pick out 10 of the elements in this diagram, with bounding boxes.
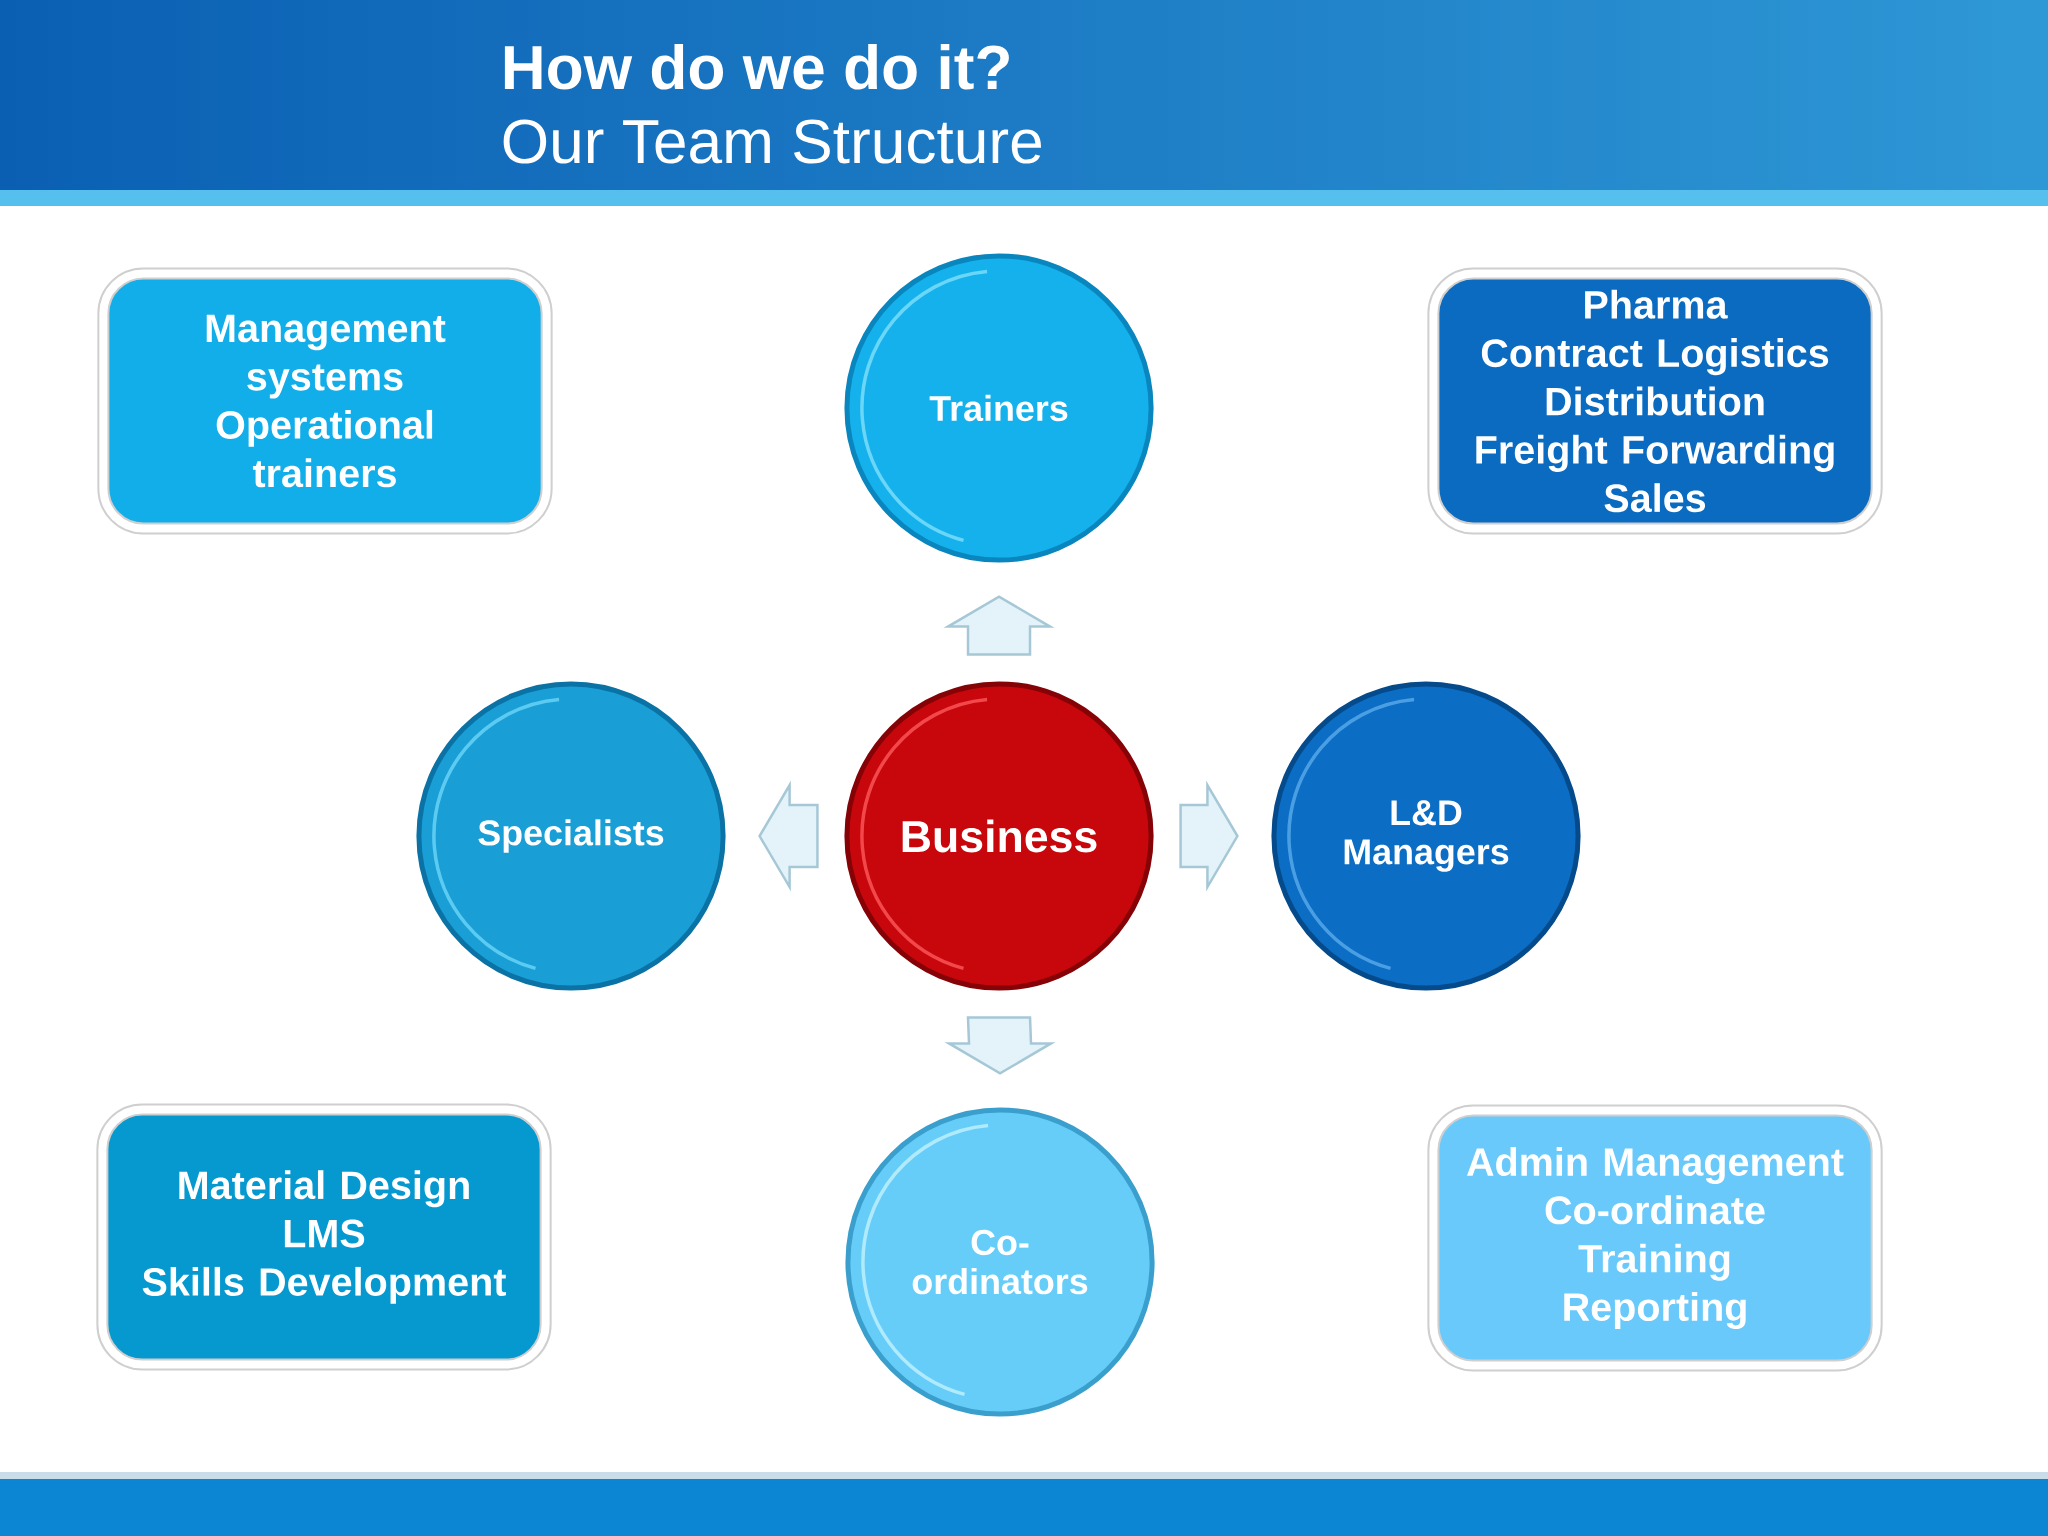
- subtitle-text: Our Team Structure: [503, 119, 1041, 164]
- task-box: Admin Management Co-ordinate Training Reporting: [1427, 1104, 1883, 1372]
- block-arrow: [758, 780, 819, 892]
- block-arrow: [944, 1016, 1056, 1075]
- task-box: Material Design LMS Skills Development: [96, 1103, 552, 1371]
- title-text: How do we do it?: [504, 43, 1009, 90]
- task-box: Management systems Operational trainers: [97, 267, 553, 535]
- block-arrow: [1179, 780, 1239, 892]
- block-arrow: [943, 595, 1055, 656]
- task-box: Pharma Contract Logistics Distribution Freight Forwarding Sales: [1427, 267, 1883, 535]
